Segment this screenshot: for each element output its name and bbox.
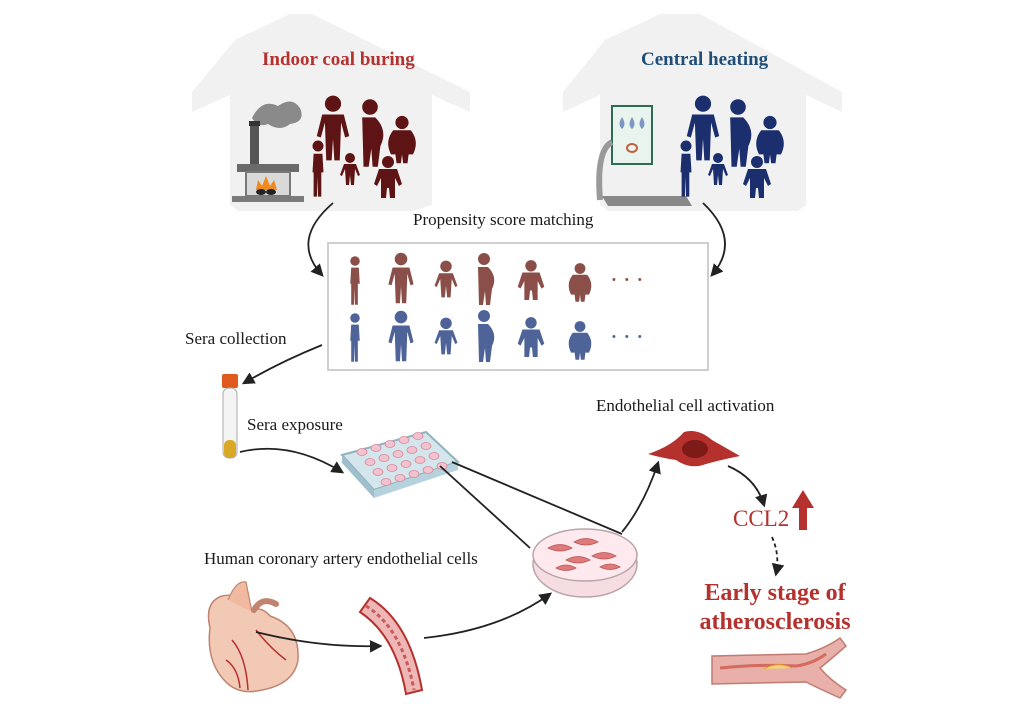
flow-arrows <box>239 202 785 653</box>
atherosclerosis-stage-label: Early stage of atherosclerosis <box>690 579 860 637</box>
arrow-cell-to-ccl2 <box>727 465 768 508</box>
endothelial-cell-icon <box>648 431 740 467</box>
house-right-outline <box>563 14 842 211</box>
sera-collection-label: Sera collection <box>185 329 287 348</box>
arrow-psm-to-tube <box>241 344 323 385</box>
arrow-dish-to-cell <box>621 460 661 533</box>
psm-ellipsis-bottom: • • • <box>612 331 645 343</box>
psm-label: Propensity score matching <box>413 210 594 229</box>
ccl2-up-arrow-icon <box>792 490 814 530</box>
petri-dish-icon <box>532 528 638 598</box>
arrow-ccl2-to-stage <box>771 536 785 577</box>
endothelial-activation-label: Endothelial cell activation <box>596 396 775 415</box>
well-plate-icon <box>340 430 460 498</box>
blood-tube-icon <box>222 374 238 459</box>
arrow-heart-to-artery <box>255 631 383 653</box>
sera-exposure-label: Sera exposure <box>247 415 343 434</box>
arrow-heating-to-psm <box>702 202 726 277</box>
heart-icon <box>207 581 299 693</box>
psm-ellipsis-top: • • • <box>612 274 645 286</box>
line-plate-to-dish-b <box>451 461 623 535</box>
house-left-outline <box>192 14 470 211</box>
artery-segment-icon <box>358 596 424 696</box>
atherosclerotic-vessel-icon <box>711 636 848 699</box>
coal-stove-icon <box>232 101 304 202</box>
arrow-tube-to-plate <box>239 447 345 474</box>
line-plate-to-dish-a <box>439 465 531 549</box>
stage-line-2: atherosclerosis <box>699 609 851 635</box>
ccl2-label: CCL2 <box>733 506 790 531</box>
arrow-coal-to-psm <box>307 202 334 277</box>
psm-box <box>327 242 709 371</box>
hcaec-label: Human coronary artery endothelial cells <box>204 549 478 568</box>
central-heating-icon <box>596 105 692 206</box>
coal-house-title: Indoor coal buring <box>262 49 415 70</box>
arrow-artery-to-dish <box>423 592 553 639</box>
stage-line-1: Early stage of <box>704 580 846 606</box>
heating-house-title: Central heating <box>641 49 769 70</box>
